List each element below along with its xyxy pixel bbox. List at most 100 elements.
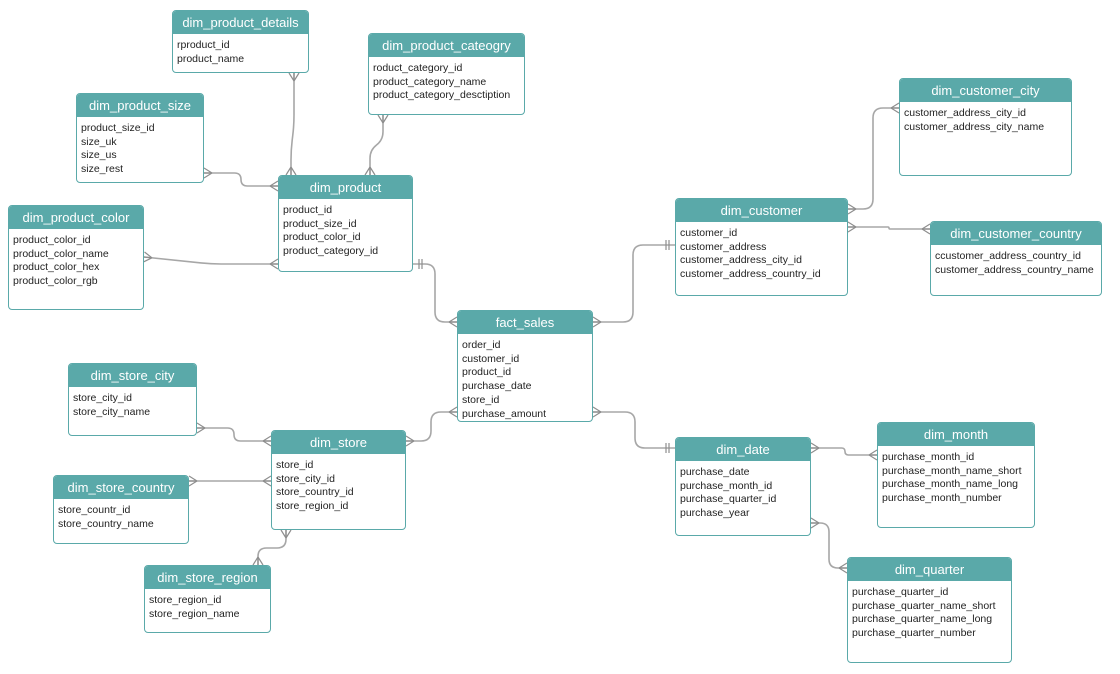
relationship-dim-date-to-dim-month[interactable] — [810, 442, 878, 461]
crows-foot-many-marker — [448, 316, 458, 328]
entity-field: product_color_id — [13, 234, 91, 246]
entity-field: purchase_month_id — [680, 479, 773, 492]
relationship-dim-product-to-fact-sales[interactable] — [413, 259, 458, 328]
relationship-dim-store-to-dim-store-country[interactable] — [188, 475, 272, 487]
relationship-dim-product-to-dim-product-color[interactable] — [143, 251, 279, 270]
relationship-line — [257, 530, 287, 565]
relationship-dim-store-to-dim-store-city[interactable] — [196, 422, 272, 447]
entity-field: purchase_month_id — [882, 451, 975, 463]
crows-foot-many-marker — [203, 167, 213, 179]
relationship-dim-customer-to-dim-customer-city[interactable] — [847, 102, 900, 215]
entity-field: store_country_name — [58, 517, 154, 530]
relationship-line — [811, 522, 847, 569]
relationship-line — [204, 172, 278, 187]
relationship-dim-store-to-dim-store-region[interactable] — [252, 529, 292, 566]
entity-title: dim_product_details — [173, 11, 308, 34]
one-bar-marker — [665, 240, 670, 250]
relationship-dim-customer-to-fact-sales[interactable] — [592, 240, 675, 328]
entity-title: dim_product_color — [9, 206, 143, 229]
relationship-dim-date-to-fact-sales[interactable] — [592, 406, 675, 453]
entity-field: product_color_name — [13, 247, 109, 260]
crows-foot-many-marker — [196, 422, 206, 434]
crows-foot-many-marker — [847, 203, 857, 215]
relationship-line — [593, 411, 675, 449]
entity-field: store_region_id — [149, 594, 222, 606]
crows-foot-many-marker — [921, 223, 931, 235]
crows-foot-many-marker — [269, 180, 279, 192]
entity-field: purchase_month_name_short — [882, 464, 1022, 477]
entity-field: customer_address_country_id — [680, 268, 821, 281]
entity-title: dim_product_size — [77, 94, 203, 117]
relationship-dim-date-to-dim-quarter[interactable] — [810, 517, 848, 574]
entity-field: purchase_year — [680, 507, 750, 520]
entity-field: purchase_quarter_id — [680, 493, 777, 506]
one-bar-marker — [418, 259, 423, 269]
entity-title: dim_store — [272, 431, 405, 454]
crows-foot-many-marker — [838, 562, 848, 574]
relationship-dim-store-to-fact-sales[interactable] — [405, 406, 458, 447]
crows-foot-many-marker — [810, 517, 820, 529]
entity-field: size_us — [81, 149, 117, 162]
relationship-dim-product-to-dim-product-size[interactable] — [203, 167, 279, 192]
entity-field: customer_address — [680, 240, 767, 253]
entity-field: product_id — [283, 204, 333, 216]
entity-field: store_city_id — [73, 392, 132, 404]
entity-field: purchase_date — [680, 466, 750, 478]
crows-foot-many-marker — [377, 114, 389, 124]
entity-field: rproduct_id — [177, 39, 230, 51]
entity-title: dim_quarter — [848, 558, 1011, 581]
one-bar-marker — [665, 443, 670, 453]
crows-foot-many-marker — [188, 475, 198, 487]
relationship-line — [143, 256, 278, 265]
entity-field: customer_address_city_id — [680, 254, 802, 267]
entity-field: store_region_name — [149, 607, 240, 620]
entity-field: customer_address_city_name — [904, 120, 1045, 133]
relationship-line — [290, 73, 295, 175]
relationship-line — [369, 115, 384, 175]
entity-field: store_countr_id — [58, 504, 131, 516]
relationship-dim-customer-to-dim-customer-country[interactable] — [847, 221, 931, 235]
relationship-dim-product-to-dim-product-details[interactable] — [285, 72, 300, 176]
crows-foot-many-marker — [280, 529, 292, 539]
entity-field: product_category_id — [283, 245, 379, 258]
crows-foot-many-marker — [364, 166, 376, 176]
crows-foot-many-marker — [810, 442, 820, 454]
entity-field: purchase_month_number — [882, 492, 1002, 505]
entity-field: purchase_quarter_name_short — [852, 599, 996, 612]
entity-title: dim_store_city — [69, 364, 196, 387]
entity-field: product_category_desctiption — [373, 89, 511, 102]
relationship-line — [197, 427, 271, 442]
relationship-dim-product-to-dim-product-cateogry[interactable] — [364, 114, 389, 176]
entity-title: dim_product_cateogry — [369, 34, 524, 57]
crows-foot-many-marker — [890, 102, 900, 114]
